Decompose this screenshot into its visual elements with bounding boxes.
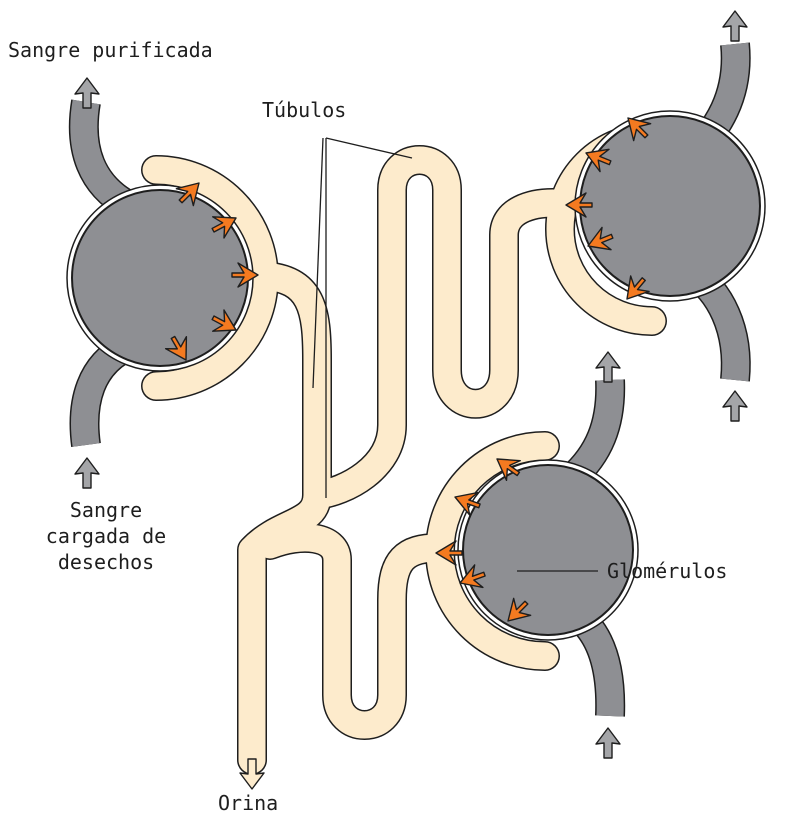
blood-out-arrow-icon <box>723 11 747 41</box>
tubule-main-loop <box>252 276 317 760</box>
clean-blood-label: Sangre purificada <box>8 37 213 63</box>
tubules-label: Túbulos <box>262 97 346 123</box>
tubule-lower-u-loop <box>270 538 438 725</box>
vessel-upper-left-out <box>84 102 128 205</box>
blood-in-arrow-icon <box>723 391 747 421</box>
dirty-blood-label-line3: desechos <box>38 549 174 575</box>
glomerulus-lower <box>463 465 633 635</box>
vessel-upper-left-in <box>85 348 125 445</box>
glomerulus-upper-left <box>72 190 248 366</box>
blood-out-arrow-icon <box>596 352 620 382</box>
glomerulus-upper-right <box>580 116 760 296</box>
tubules-leader-right <box>326 138 412 158</box>
dirty-blood-label-line1: Sangre <box>38 497 174 523</box>
dirty-blood-label-line2: cargada de <box>38 523 174 549</box>
glomeruli-label: Glomérulos <box>607 558 727 584</box>
dirty-blood-label: Sangre cargada de desechos <box>38 497 174 575</box>
blood-in-arrow-icon <box>75 458 99 488</box>
blood-in-arrow-icon <box>596 728 620 758</box>
urine-label: Orina <box>218 790 278 816</box>
